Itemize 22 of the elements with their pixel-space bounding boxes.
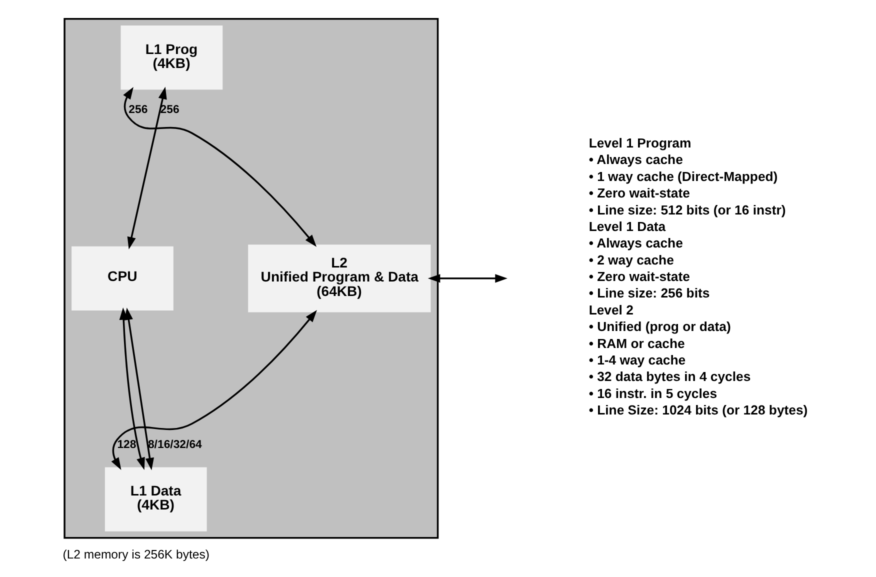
label: • Line size: 256 bits [588,286,710,301]
label: • Zero wait-state [588,186,690,201]
edge-label: 8/16/32/64 [148,438,202,451]
label: Level 2 [588,302,634,318]
edge-label: 256 [128,104,148,116]
label: • Line size: 512 bits (or 16 instr) [588,202,786,218]
label: • 16 instr. in 5 cycles [588,386,718,401]
label: • Always cache [588,236,683,251]
label: • 32 data bytes in 4 cycles [588,369,751,384]
label: • Unified (prog or data) [588,319,731,334]
label: Level 1 Program [588,136,692,151]
caption: (L2 memory is 256K bytes) [62,547,210,562]
label: • Zero wait-state [588,269,690,284]
label: • Always cache [588,152,683,168]
label: • 1 way cache (Direct-Mapped) [588,168,778,184]
label: • RAM or cache [588,336,685,351]
label: Level 1 Data [588,218,666,234]
edge-label: 256 [160,104,180,116]
label: • Line Size: 1024 bits (or 128 bytes) [588,402,808,418]
edge-label: 128 [117,438,136,451]
label: • 1-4 way cache [588,352,686,368]
label: • 2 way cache [588,252,674,268]
